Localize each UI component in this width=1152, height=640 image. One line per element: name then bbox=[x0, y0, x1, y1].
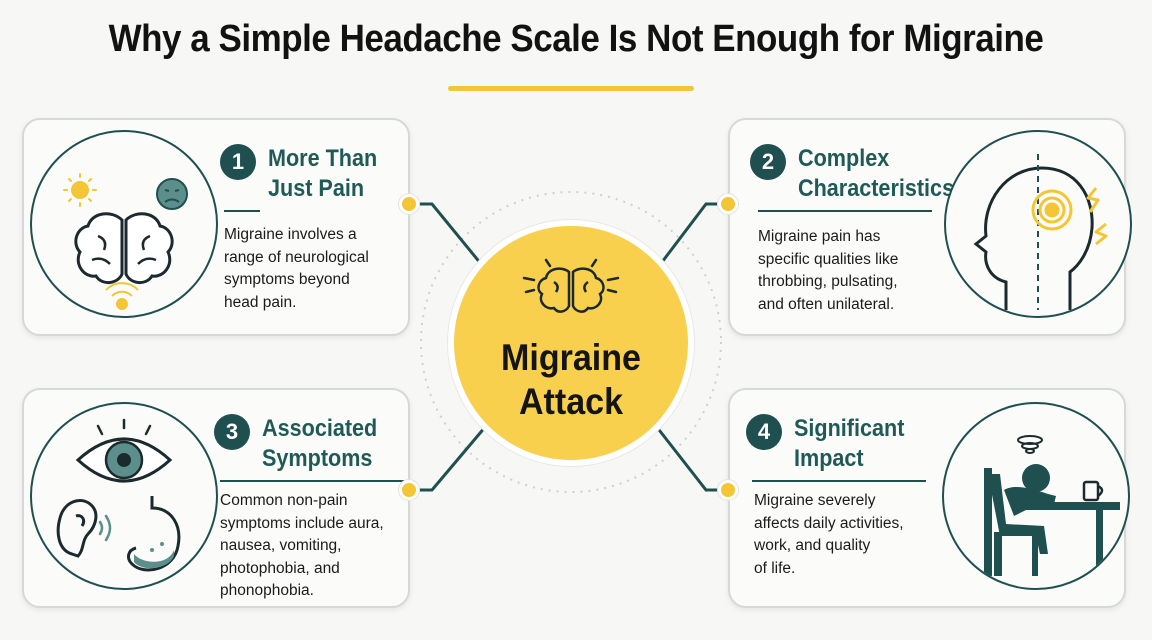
card-2-number-badge: 2 bbox=[750, 144, 786, 180]
card-1-header: 1 More Than Just Pain bbox=[220, 144, 389, 204]
card-4-body: Migraine severely affects daily activiti… bbox=[754, 492, 904, 577]
card-3-body: Common non-pain symptoms include aura, n… bbox=[220, 492, 384, 599]
dizzy-swirl-icon bbox=[1017, 435, 1043, 454]
card-4-title: Significant Impact bbox=[794, 415, 905, 472]
card-3-title-rule bbox=[220, 480, 404, 482]
card-3-title: Associated Symptoms bbox=[262, 415, 378, 472]
signal-icon bbox=[105, 282, 139, 310]
card-2-title: Complex Characteristics bbox=[798, 145, 955, 202]
center-brain-graphic bbox=[522, 258, 620, 313]
center-migraine-attack: Migraine Attack bbox=[454, 226, 688, 460]
card-3-header: 3 Associated Symptoms bbox=[214, 414, 390, 474]
title-underline bbox=[448, 86, 694, 91]
page-title: Why a Simple Headache Scale Is Not Enoug… bbox=[108, 18, 1044, 60]
connector-dot-3 bbox=[399, 480, 419, 500]
card-1-title: More Than Just Pain bbox=[268, 145, 378, 202]
ear-icon bbox=[56, 499, 98, 558]
sun-icon bbox=[63, 173, 97, 207]
card-3-number-badge: 3 bbox=[214, 414, 250, 450]
card-2-title-rule bbox=[758, 210, 932, 212]
center-title-line-1: Migraine bbox=[501, 337, 641, 378]
card-4-illustration bbox=[942, 402, 1130, 590]
pain-target-icon bbox=[1031, 189, 1073, 231]
card-4-number-badge: 4 bbox=[746, 414, 782, 450]
card-1-body: Migraine involves a range of neurologica… bbox=[224, 226, 369, 311]
coffee-mug-icon bbox=[1082, 480, 1104, 502]
brain-icon bbox=[537, 267, 605, 313]
sad-face-icon bbox=[156, 178, 188, 210]
connector-dot-1 bbox=[399, 194, 419, 214]
connector-dot-2 bbox=[718, 194, 738, 214]
card-complex-characteristics: 2 Complex Characteristics Migraine pain … bbox=[728, 118, 1132, 336]
dotted-halo bbox=[420, 191, 722, 493]
head-profile-icon bbox=[973, 154, 1094, 310]
card-3-illustration bbox=[30, 402, 218, 590]
card-1-title-rule bbox=[224, 210, 260, 212]
connector-dot-4 bbox=[718, 480, 738, 500]
radiating-lines bbox=[522, 258, 620, 294]
card-4-title-rule bbox=[752, 480, 926, 482]
eye-icon bbox=[75, 418, 173, 483]
card-1-illustration bbox=[30, 130, 218, 318]
card-significant-impact: 4 Significant Impact Migraine severely a… bbox=[728, 388, 1130, 608]
card-2-illustration bbox=[944, 130, 1132, 318]
card-4-header: 4 Significant Impact bbox=[746, 414, 917, 474]
card-associated-symptoms: 3 Associated Symptoms Common non-pain sy… bbox=[22, 388, 410, 608]
card-2-body: Migraine pain has specific qualities lik… bbox=[758, 228, 899, 313]
lightning-icon bbox=[1086, 187, 1108, 246]
brain-icon bbox=[74, 212, 174, 284]
card-2-header: 2 Complex Characteristics bbox=[750, 144, 971, 204]
card-more-than-just-pain: 1 More Than Just Pain Migraine involves … bbox=[22, 118, 410, 336]
stomach-icon bbox=[127, 496, 181, 572]
center-title-line-2: Attack bbox=[518, 381, 624, 422]
sound-waves-icon bbox=[98, 514, 112, 542]
person-at-desk-icon bbox=[984, 464, 1120, 576]
card-1-number-badge: 1 bbox=[220, 144, 256, 180]
